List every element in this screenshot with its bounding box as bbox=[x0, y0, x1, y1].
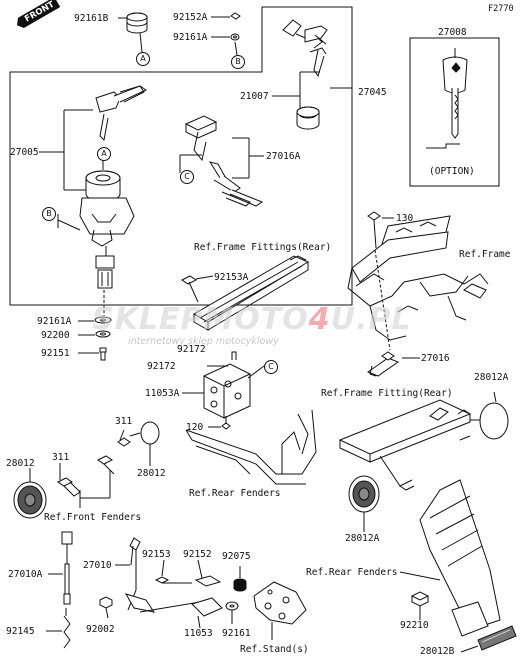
part-label-92161: 92161 bbox=[222, 628, 251, 639]
ref-stands: Ref.Stand(s) bbox=[240, 644, 309, 655]
front-reflector-left-icon bbox=[13, 481, 47, 519]
helmet-lock-key-icon bbox=[184, 115, 264, 207]
part-label-92152: 92152 bbox=[183, 549, 212, 560]
watermark-text: SKLEPMOTO4U.PL bbox=[92, 302, 412, 337]
watermark-middle: MOTO bbox=[203, 302, 309, 337]
part-label-27016: 27016 bbox=[421, 353, 450, 364]
part-label-120: 120 bbox=[186, 422, 204, 433]
ignition-switch-icon bbox=[79, 170, 135, 289]
rear-fender-right-icon bbox=[419, 479, 501, 637]
part-label-11053: 11053 bbox=[184, 628, 213, 639]
helmet-lock-bracket-icon bbox=[366, 351, 400, 377]
reflector-round-dark-icon bbox=[348, 475, 380, 513]
part-label-92152A: 92152A bbox=[173, 12, 208, 23]
part-label-92145: 92145 bbox=[6, 626, 35, 637]
front-reflector-mid-icon bbox=[129, 421, 160, 445]
part-label-92153: 92153 bbox=[142, 549, 171, 560]
ignition-cap-icon bbox=[126, 12, 148, 34]
ref-frame: Ref.Frame bbox=[459, 249, 511, 260]
rear-fender-icon bbox=[185, 409, 317, 485]
part-label-28012A-top: 28012A bbox=[474, 372, 509, 383]
option-box bbox=[409, 37, 500, 187]
switch-lead-icon bbox=[61, 531, 73, 616]
part-label-92151: 92151 bbox=[41, 348, 70, 359]
reflector-round-icon bbox=[470, 402, 509, 440]
callout-b-top: B bbox=[231, 55, 245, 69]
stud-nut-icon bbox=[57, 437, 131, 497]
bolt-icon bbox=[181, 275, 199, 303]
part-label-92002: 92002 bbox=[86, 624, 115, 635]
watermark-number: 4 bbox=[308, 302, 331, 337]
rear-frame-icon bbox=[347, 215, 489, 341]
part-label-28012-left: 28012 bbox=[6, 458, 35, 469]
part-label-27016A: 27016A bbox=[266, 151, 301, 162]
key-blank-icon bbox=[282, 19, 328, 78]
reflector-rect-icon bbox=[477, 625, 517, 651]
part-label-27010A: 27010A bbox=[8, 569, 43, 580]
ref-rear-fenders-right: Ref.Rear Fenders bbox=[306, 567, 398, 578]
helmet-lock-icon bbox=[202, 351, 252, 419]
clip-icon bbox=[63, 615, 71, 649]
washer-92161-icon bbox=[225, 601, 239, 611]
part-label-92161B: 92161B bbox=[74, 13, 109, 24]
bolt-92153-icon bbox=[154, 576, 192, 584]
figure-code: F2770 bbox=[488, 4, 514, 14]
watermark-suffix: .PL bbox=[356, 302, 412, 337]
frame-fitting-bracket-icon bbox=[338, 399, 472, 491]
ref-frame-fittings-rear: Ref.Frame Fittings(Rear) bbox=[194, 242, 332, 253]
ref-rear-fenders-center: Ref.Rear Fenders bbox=[189, 488, 281, 499]
key-group-outline bbox=[9, 6, 353, 306]
part-label-92075: 92075 bbox=[222, 551, 251, 562]
part-label-28012B: 28012B bbox=[420, 646, 455, 657]
part-label-92153A: 92153A bbox=[214, 272, 249, 283]
watermark-subtitle: internetowy sklep motocyklowy bbox=[128, 336, 279, 347]
callout-c-lock: C bbox=[264, 360, 278, 374]
bolt-130-icon bbox=[367, 211, 381, 249]
part-label-27005: 27005 bbox=[10, 147, 39, 158]
part-label-92200: 92200 bbox=[41, 330, 70, 341]
callout-a-switch: A bbox=[97, 147, 111, 161]
watermark-right: U bbox=[330, 302, 357, 337]
part-label-92172-a: 92172 bbox=[177, 344, 206, 355]
nut-92210-icon bbox=[410, 591, 430, 607]
ref-frame-fitting-rear: Ref.Frame Fitting(Rear) bbox=[321, 388, 453, 399]
part-label-130: 130 bbox=[396, 213, 414, 224]
part-label-21007: 21007 bbox=[240, 91, 269, 102]
callout-a-top: A bbox=[136, 52, 150, 66]
option-key-icon bbox=[442, 56, 468, 139]
part-label-11053A: 11053A bbox=[145, 388, 180, 399]
part-label-92161A: 92161A bbox=[37, 316, 72, 327]
watermark-left: SKLEP bbox=[92, 302, 204, 337]
part-label-27045: 27045 bbox=[358, 87, 387, 98]
key-cap-icon bbox=[296, 106, 320, 130]
part-label-92172-b: 92172 bbox=[147, 361, 176, 372]
callout-c-key: C bbox=[180, 170, 194, 184]
part-label-92161A-top: 92161A bbox=[173, 32, 208, 43]
bolt-120-icon bbox=[221, 416, 231, 430]
callout-b-switch: B bbox=[42, 207, 56, 221]
spring-icon bbox=[233, 578, 247, 592]
part-label-311-a: 311 bbox=[115, 416, 133, 427]
part-label-92210: 92210 bbox=[400, 620, 429, 631]
washer-stack-icon bbox=[94, 316, 112, 361]
ignition-key-icon bbox=[95, 85, 148, 142]
part-label-28012A-bottom: 28012A bbox=[345, 533, 380, 544]
part-label-27010: 27010 bbox=[83, 560, 112, 571]
part-label-311-b: 311 bbox=[52, 452, 70, 463]
frame-fitting-rail-icon bbox=[192, 255, 310, 331]
nut-92002-icon bbox=[99, 596, 113, 609]
stand-bracket-icon bbox=[253, 581, 307, 625]
ref-front-fenders: Ref.Front Fenders bbox=[44, 512, 142, 523]
stand-switch-icon bbox=[124, 537, 223, 617]
option-label: (OPTION) bbox=[429, 166, 475, 177]
part-label-28012-mid: 28012 bbox=[137, 468, 166, 479]
washer-icon bbox=[230, 12, 241, 41]
part-label-27008: 27008 bbox=[438, 27, 467, 38]
